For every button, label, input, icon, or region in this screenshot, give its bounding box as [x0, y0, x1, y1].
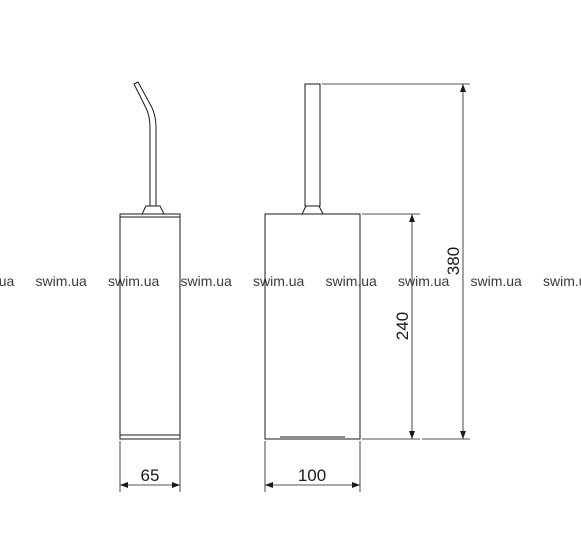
dimension-label-total-height: 380	[444, 247, 463, 275]
front-container-body	[119, 213, 181, 440]
side-view	[264, 83, 361, 440]
side-handle-rod	[304, 83, 321, 207]
dimension-label-body-height: 240	[393, 312, 412, 340]
watermark-row: swim.ua swim.ua swim.ua swim.ua swim.ua swim.…	[0, 273, 581, 289]
watermark-text: swim.ua	[0, 273, 15, 289]
watermark-text: swim.ua	[181, 273, 233, 289]
watermark-text: swim.ua	[543, 273, 581, 289]
dimension-240: 240	[362, 213, 420, 440]
dimension-380: 380	[322, 83, 470, 440]
side-container-body	[264, 213, 361, 440]
front-view	[119, 81, 181, 440]
watermark-text: swim.ua	[398, 273, 450, 289]
watermark-text: swim.ua	[108, 273, 160, 289]
dimension-label-side-width: 100	[298, 466, 326, 485]
dimension-100: 100	[264, 441, 361, 492]
dimension-label-front-width: 65	[141, 466, 160, 485]
watermark-text: swim.ua	[326, 273, 378, 289]
watermark-text: swim.ua	[253, 273, 305, 289]
watermark-text: swim.ua	[471, 273, 523, 289]
dimension-65: 65	[119, 441, 181, 492]
watermark-text: swim.ua	[36, 273, 88, 289]
side-connector	[301, 205, 324, 215]
front-handle-rod	[133, 81, 157, 207]
front-connector	[141, 205, 165, 215]
